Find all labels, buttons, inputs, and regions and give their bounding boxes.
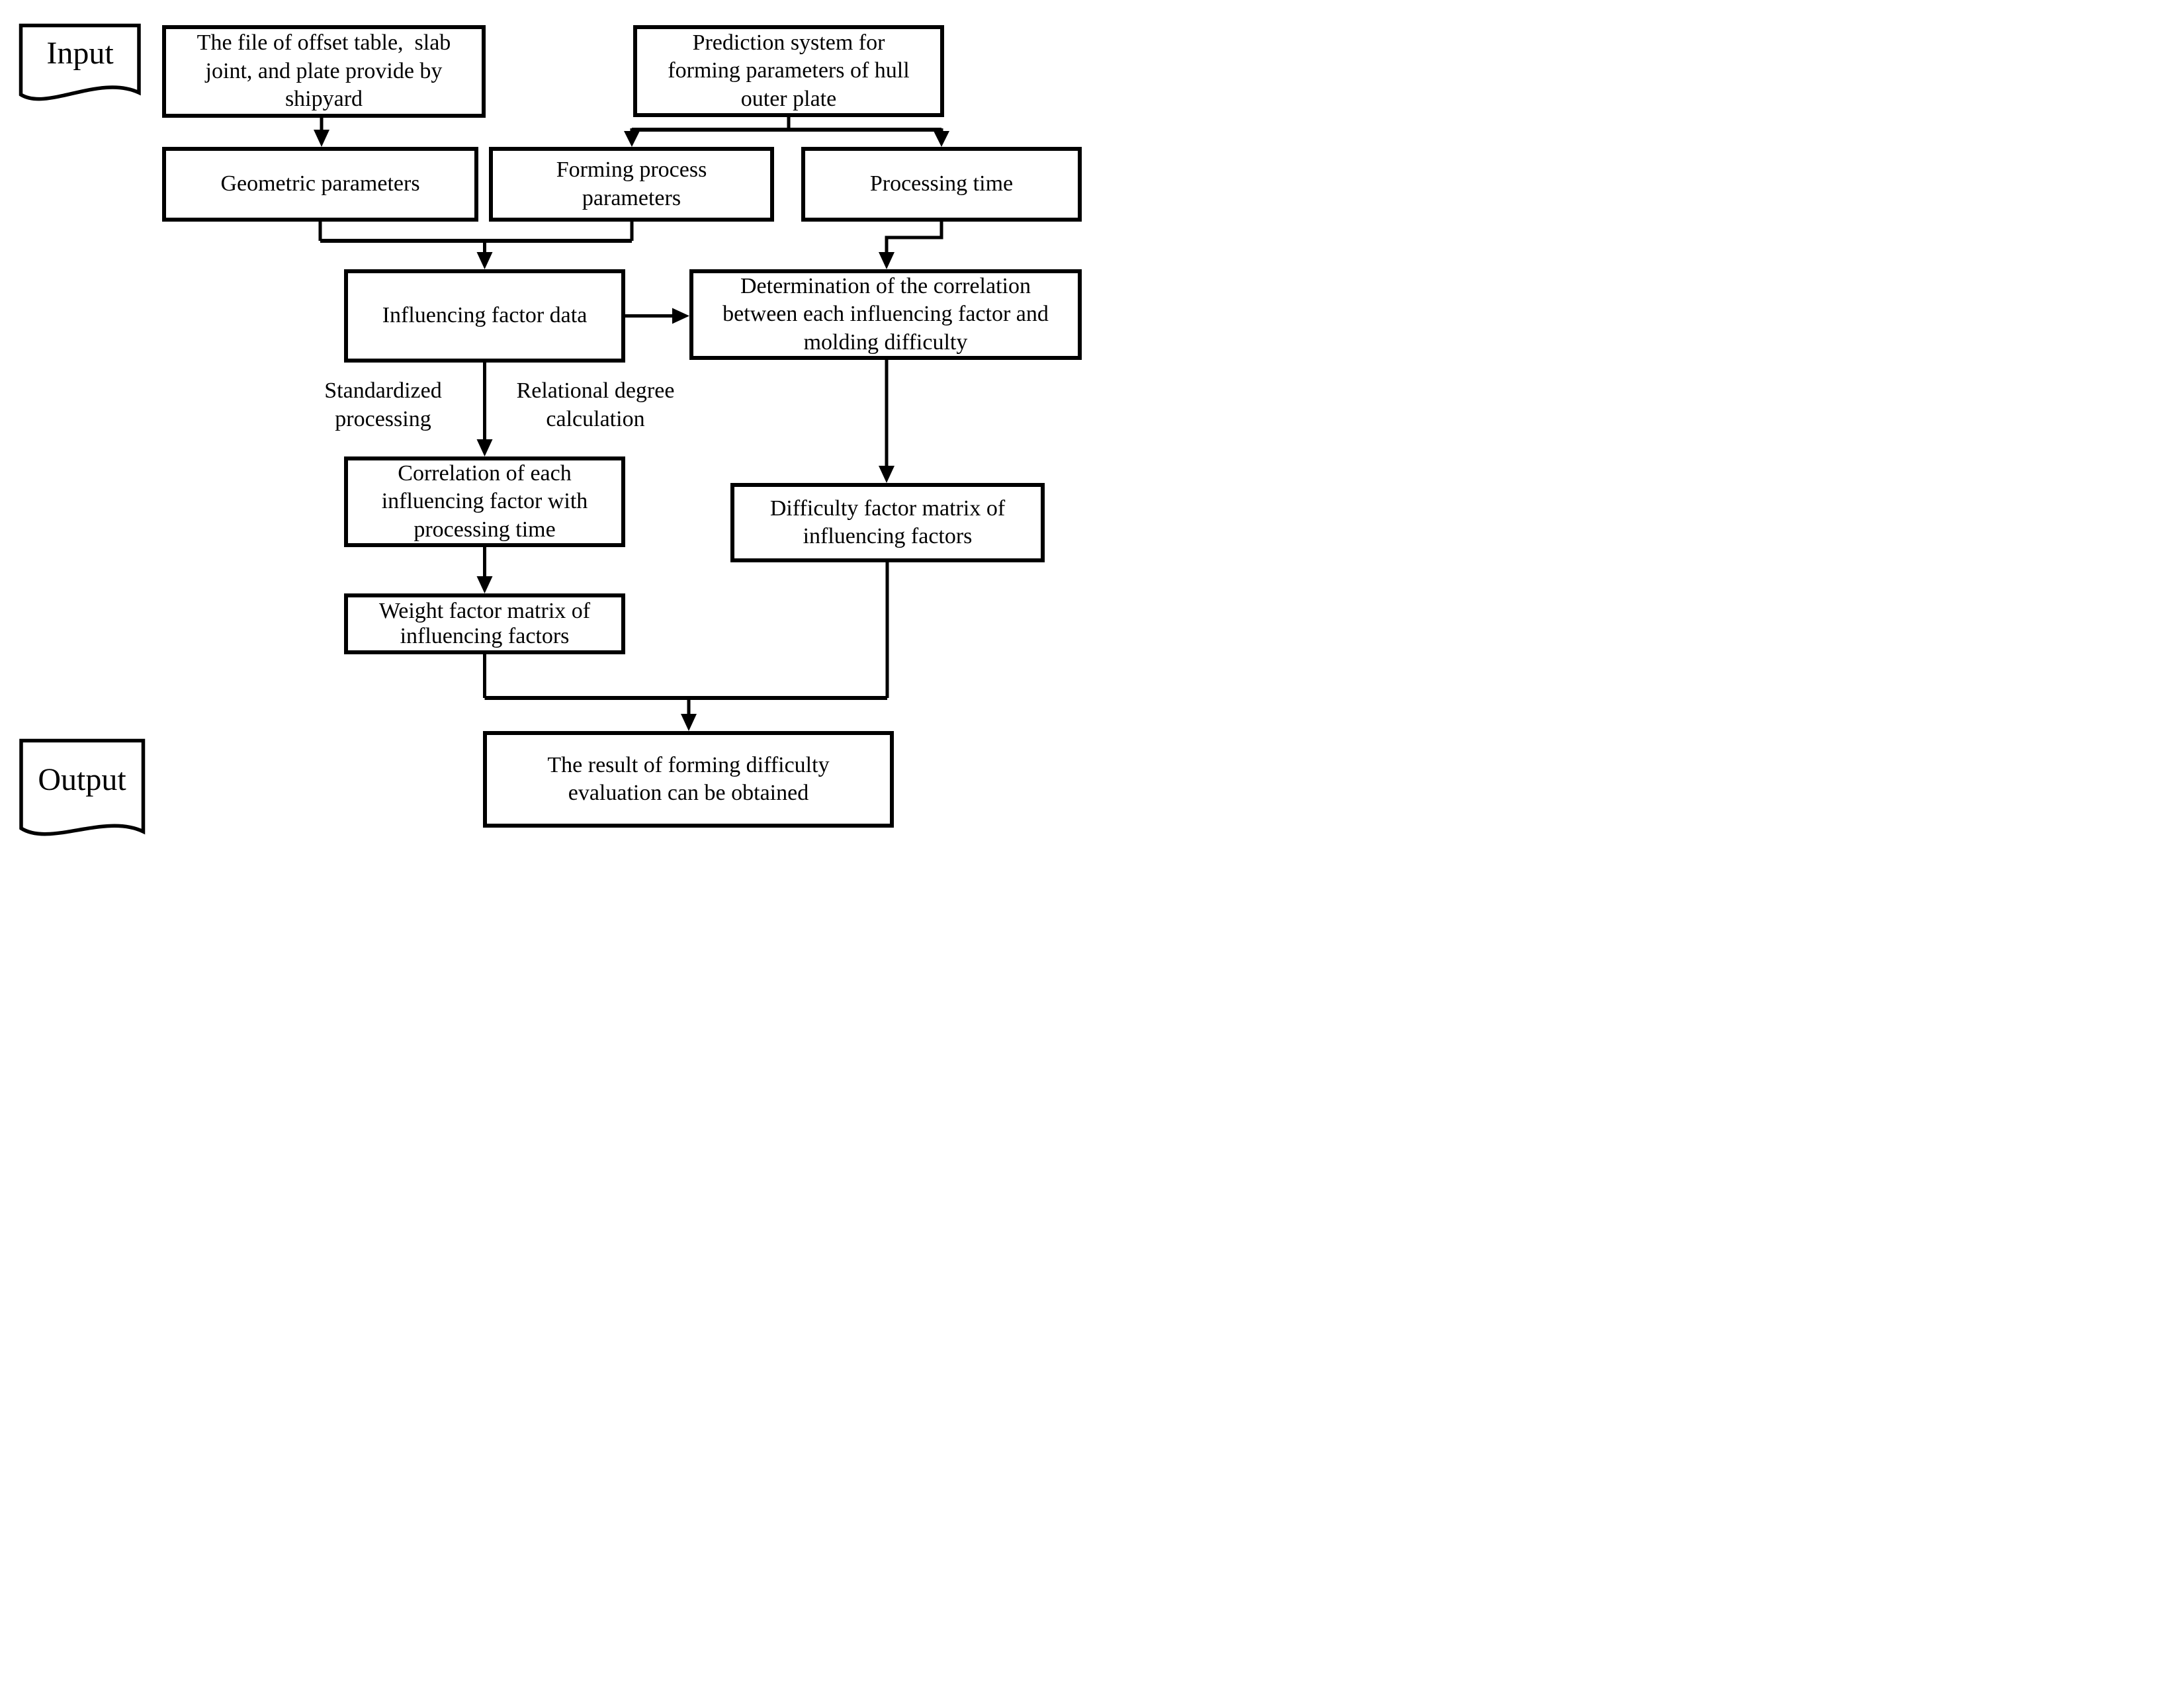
box-offset-file: The file of offset table, slab joint, an… [162, 25, 486, 118]
box-geometric-parameters: Geometric parameters [162, 147, 478, 222]
arrowhead-to-influencing [476, 252, 493, 269]
label-standardized-processing: Standardized processing [324, 378, 442, 431]
output-label: Output [38, 762, 126, 797]
box-weight-factor-matrix: Weight factor matrix of influencing fact… [344, 593, 625, 654]
arrow-processingtime-to-determination [885, 222, 943, 253]
arrowhead-to-geometric [314, 130, 329, 147]
arrowhead-to-correlation [476, 439, 493, 456]
label-relational-degree-calculation: Relational degree calculation [516, 378, 675, 431]
box-forming-process-parameters: Forming process parameters [489, 147, 774, 222]
arrowhead-to-determination-top [879, 252, 895, 269]
box-processing-time: Processing time [801, 147, 1082, 222]
arrowhead-to-difficulty [879, 466, 895, 483]
box-influencing-factor-data: Influencing factor data [344, 269, 625, 363]
arrowhead-to-result [681, 714, 697, 731]
connector-layer [19, 23, 949, 836]
arrowhead-to-processingtime [934, 131, 949, 147]
arrowhead-to-weight [476, 576, 493, 593]
box-determination-correlation: Determination of the correlation between… [689, 269, 1082, 360]
arrowhead-to-determination-left [672, 308, 689, 324]
input-document-shape [19, 23, 141, 101]
input-label: Input [46, 36, 114, 71]
box-difficulty-factor-matrix: Difficulty factor matrix of influencing … [730, 483, 1045, 562]
flowchart-canvas: Input Output The file of offset table, s… [0, 0, 1092, 844]
output-document-shape [19, 738, 146, 836]
arrowhead-to-formingprocess [624, 131, 640, 147]
box-prediction-system: Prediction system for forming parameters… [633, 25, 944, 117]
box-result: The result of forming difficulty evaluat… [483, 731, 894, 828]
box-correlation-with-processing-time: Correlation of each influencing factor w… [344, 456, 625, 547]
